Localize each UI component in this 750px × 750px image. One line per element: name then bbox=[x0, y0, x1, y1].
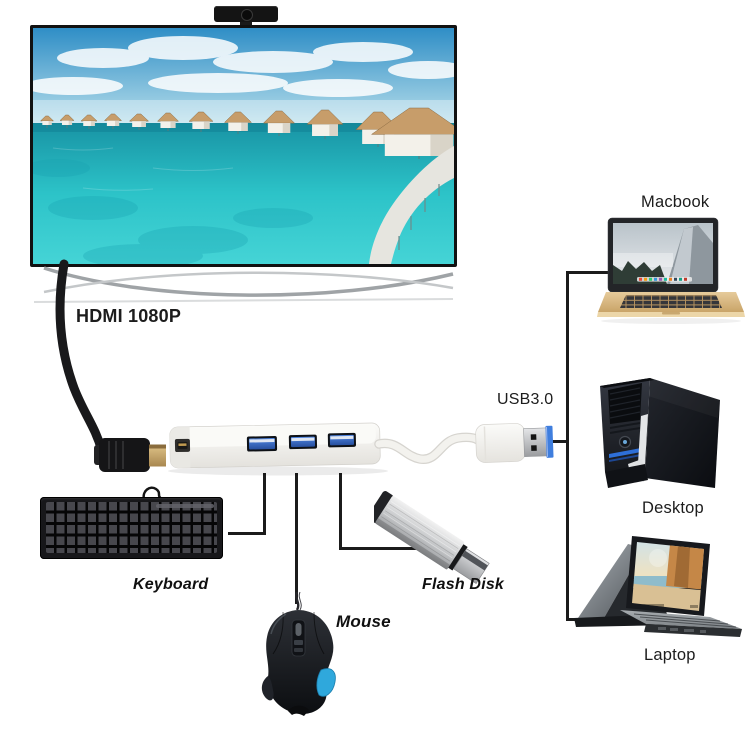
desktop-image bbox=[600, 378, 720, 488]
usb-cable-outline bbox=[374, 432, 483, 464]
desktop-label: Desktop bbox=[642, 499, 704, 517]
keyboard-cable bbox=[142, 486, 163, 499]
flashdisk-image bbox=[374, 491, 490, 584]
hub-usb-port-3 bbox=[327, 432, 357, 448]
mouse-label: Mouse bbox=[336, 612, 391, 631]
line-flashdisk-horizontal bbox=[339, 547, 427, 550]
bus-line-usb-plug bbox=[551, 440, 569, 443]
hdmi-cable-label: HDMI 1080P bbox=[76, 306, 182, 326]
macbook-dock bbox=[637, 277, 692, 282]
flashdisk-label: Flash Disk bbox=[422, 576, 505, 593]
boardwalk bbox=[369, 146, 454, 264]
line-mouse-vertical bbox=[295, 473, 298, 604]
tower-blue-accent bbox=[609, 448, 641, 458]
laptop-base bbox=[620, 610, 742, 629]
boardwalk-stilts bbox=[398, 184, 440, 250]
hdmi-plug bbox=[94, 438, 166, 472]
line-keyboard-vertical bbox=[263, 473, 266, 535]
mouse-image bbox=[261, 592, 336, 716]
reef-patches bbox=[33, 159, 313, 264]
line-keyboard-horizontal bbox=[228, 532, 266, 535]
bus-line-vertical bbox=[566, 271, 569, 621]
bungalow-row bbox=[39, 107, 454, 159]
usb-plug bbox=[475, 423, 554, 463]
line-flashdisk-vertical bbox=[339, 473, 342, 550]
hub-shadow bbox=[168, 466, 388, 476]
webcam-lens bbox=[241, 9, 253, 21]
tv-frame bbox=[30, 25, 457, 267]
laptop-label: Laptop bbox=[644, 646, 696, 664]
hub-usb-port-2 bbox=[288, 434, 318, 450]
bus-line-macbook bbox=[566, 271, 613, 274]
mouse-scroll-wheel bbox=[295, 623, 302, 636]
keyboard-label: Keyboard bbox=[133, 576, 209, 593]
mouse-cable bbox=[295, 592, 300, 611]
hub-usb-port-1 bbox=[246, 436, 278, 452]
keyboard-keys bbox=[46, 502, 217, 553]
macbook-label: Macbook bbox=[641, 193, 710, 211]
keyboard-top-bar bbox=[156, 504, 214, 508]
laptop-image bbox=[574, 536, 742, 637]
keyboard-image bbox=[40, 497, 223, 559]
tv-screen-image bbox=[33, 28, 454, 264]
hub-hdmi-port bbox=[174, 438, 191, 453]
webcam-icon bbox=[214, 6, 278, 22]
water-sparkle bbox=[52, 147, 234, 191]
tv-stand bbox=[33, 266, 454, 303]
macbook-image bbox=[597, 217, 745, 324]
laptop-back-lid bbox=[578, 544, 644, 618]
mouse-blue-accent bbox=[316, 668, 336, 697]
usb-cable bbox=[375, 433, 482, 463]
clouds bbox=[33, 36, 454, 97]
usb-plug-label: USB3.0 bbox=[497, 391, 554, 408]
usb-hub bbox=[169, 422, 381, 469]
